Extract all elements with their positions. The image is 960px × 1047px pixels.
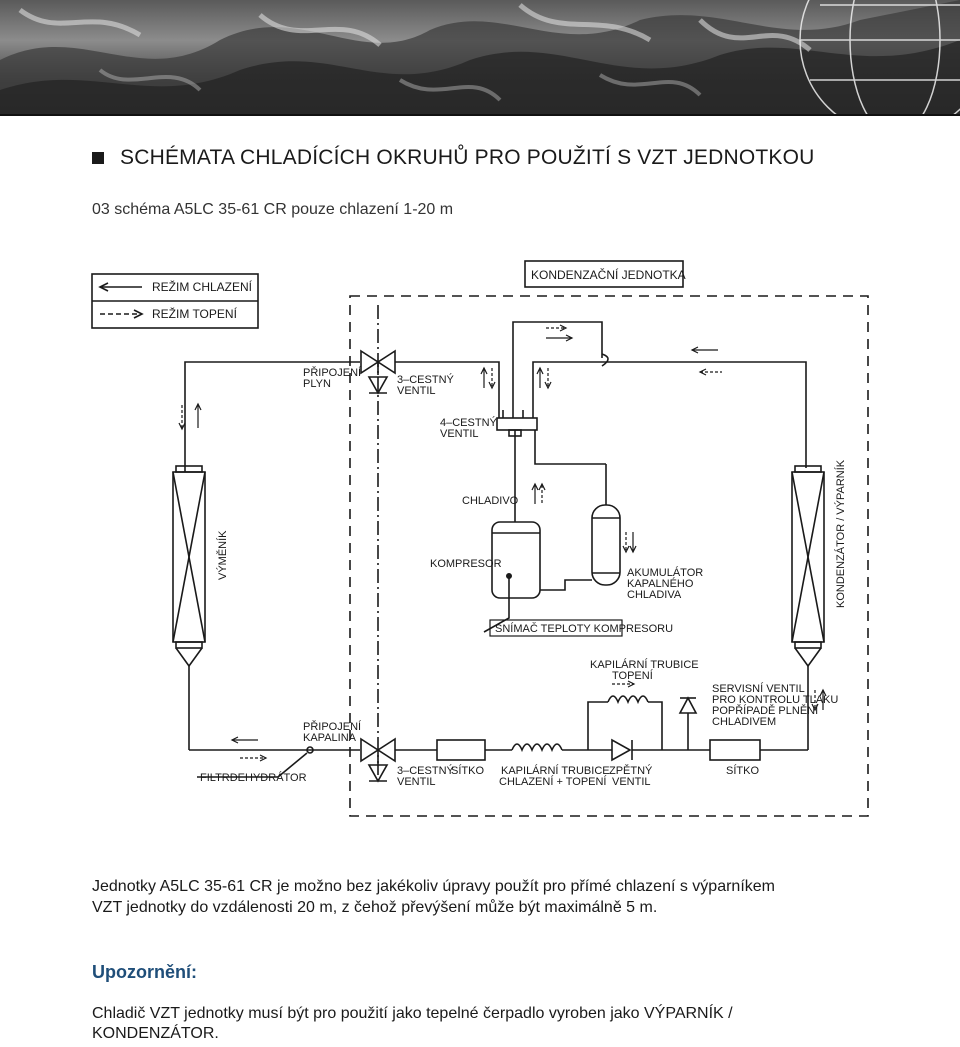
warning-heading: Upozornění:	[92, 962, 197, 982]
service-valve-label-2: PRO KONTROLU TLAKU	[712, 694, 838, 706]
condenser-evaporator-label: KONDENZÁTOR / VÝPARNÍK	[834, 459, 847, 608]
filter-dryer	[306, 746, 314, 754]
page-subtitle: 03 schéma A5LC 35-61 CR pouze chlazení 1…	[92, 201, 454, 218]
outdoor-unit-box	[524, 260, 684, 288]
legend-heating-label: REŽIM TOPENÍ	[152, 306, 238, 321]
exchanger-label: VÝMĚNÍK	[216, 530, 229, 580]
header-banner	[0, 0, 960, 116]
check-valve-label-2: VENTIL	[612, 776, 651, 788]
filter-dryer-label: FILTRDEHYDRÁTOR	[200, 771, 307, 784]
temp-sensor-label: SNÍMAČ TEPLOTY KOMPRESORU	[495, 622, 673, 635]
outdoor-unit-label: KONDENZAČNÍ JEDNOTKA	[531, 267, 686, 282]
cap-heat-label-2: TOPENÍ	[612, 669, 654, 682]
service-valve-label-1: SERVISNÍ VENTIL	[712, 682, 805, 695]
cap-heat-label-1: KAPILÁRNÍ TRUBICE	[590, 658, 699, 671]
valve3-top-label-1: 3–CESTNÝ	[397, 373, 455, 386]
liquid-connection-label-2: KAPALINA	[303, 732, 357, 744]
valve3-top-label-2: VENTIL	[397, 385, 436, 397]
cap-both-label-1: KAPILÁRNÍ TRUBICE	[501, 764, 610, 777]
square-bullet-icon	[92, 152, 104, 164]
valve3-bottom-label-1: 3–CESTNÝ	[397, 764, 455, 777]
service-valve	[678, 696, 698, 714]
strainer-2	[709, 739, 761, 761]
valve4-label-1: 4–CESTNÝ	[440, 416, 498, 429]
cap-both-label-2: CHLAZENÍ + TOPENÍ	[499, 775, 607, 788]
page-heading: SCHÉMATA CHLADÍCÍCH OKRUHŮ PRO POUŽITÍ S…	[92, 146, 815, 170]
page-title: SCHÉMATA CHLADÍCÍCH OKRUHŮ PRO POUŽITÍ S…	[120, 146, 815, 169]
banner-texture	[0, 0, 960, 116]
service-valve-label-3: POPŘÍPADĚ PLNĚNÍ	[712, 704, 819, 717]
refrigerant-circuit-diagram: REŽIM CHLAZENÍ REŽIM TOPENÍ KONDENZAČNÍ …	[91, 260, 869, 817]
liquid-connection-label-1: PŘIPOJENÍ	[303, 720, 362, 733]
warning-paragraph: Chladič VZT jednotky musí být pro použit…	[92, 1005, 733, 1042]
valve4-label-2: VENTIL	[440, 428, 479, 440]
compressor	[491, 521, 541, 599]
outdoor-unit-enclosure	[349, 295, 869, 817]
flow-arrows	[178, 324, 827, 762]
gas-connection-label-1: PŘIPOJENÍ	[303, 366, 362, 379]
refrigerant-label: CHLADIVO	[462, 495, 519, 507]
compressor-label: KOMPRESOR	[430, 558, 502, 570]
check-valve-label-1: ZPĚTNÝ	[609, 764, 653, 777]
check-valve	[611, 738, 632, 762]
accumulator-label-3: CHLADIVA	[627, 589, 682, 601]
strainer-label-2: SÍTKO	[726, 764, 759, 777]
capillary-tube-coil	[511, 743, 563, 753]
accumulator-label-2: KAPALNÉHO	[627, 577, 694, 590]
strainer-1	[436, 739, 486, 761]
accumulator-label-1: AKUMULÁTOR	[627, 566, 703, 579]
globe-icon	[799, 0, 960, 116]
valve3-bottom-label-2: VENTIL	[397, 776, 436, 788]
service-valve-label-4: CHLADIVEM	[712, 716, 776, 728]
gas-connection-label-2: PLYN	[303, 378, 331, 390]
description-paragraph: Jednotky A5LC 35-61 CR je možno bez jaké…	[92, 878, 775, 916]
legend-cooling-label: REŽIM CHLAZENÍ	[152, 279, 253, 294]
strainer-label-1: SÍTKO	[451, 764, 484, 777]
